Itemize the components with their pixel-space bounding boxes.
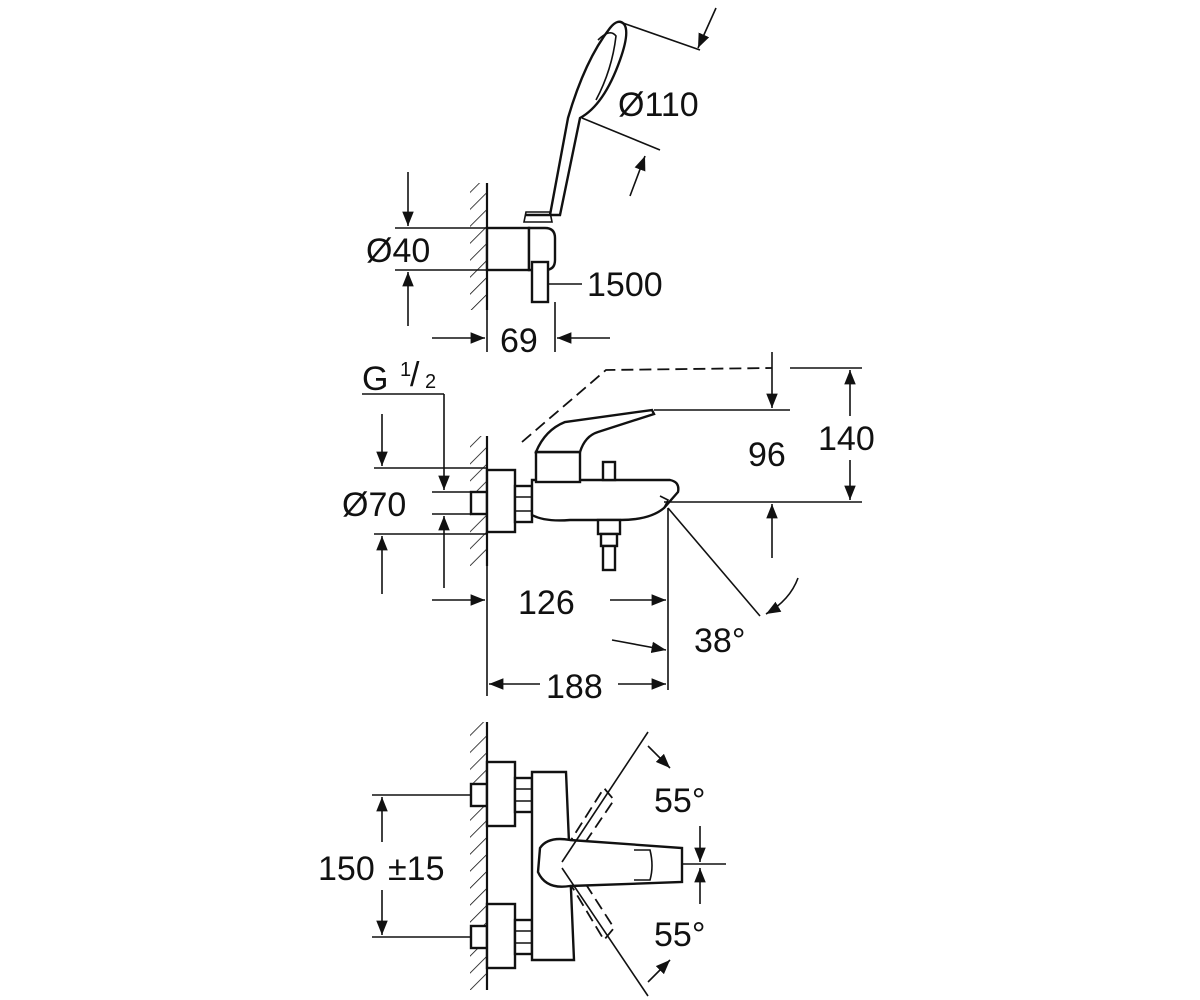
handshower-view: Ø110 Ø40 1500 69	[366, 7, 717, 360]
connection-tolerance-label: ±15	[388, 850, 444, 888]
handshower-diameter-label: Ø110	[618, 86, 699, 124]
dim-arrow	[697, 7, 717, 49]
total-height-label: 140	[818, 420, 875, 458]
lever	[534, 408, 656, 454]
inlet-stub-top	[469, 782, 489, 808]
holder-base	[485, 226, 531, 272]
holder-projection-label: 69	[500, 322, 538, 360]
total-projection-label: 188	[546, 668, 603, 706]
extension-line	[581, 117, 661, 151]
outlet-pipe	[601, 544, 617, 572]
angle-line	[561, 731, 649, 863]
rosette-bottom	[485, 902, 517, 970]
connection-distance-label: 150	[318, 850, 375, 888]
thread-fraction-den: 2	[425, 371, 436, 393]
lever-open-position	[521, 367, 773, 443]
angle-line	[561, 867, 649, 997]
cartridge-housing	[534, 450, 582, 484]
mixer-body	[530, 478, 680, 522]
lever-top	[536, 837, 684, 888]
handshower-face	[595, 32, 617, 101]
spout-angle-label: 38°	[694, 622, 745, 660]
rosette-top	[485, 760, 517, 828]
angle-arrow	[647, 959, 671, 983]
angle-line	[667, 507, 761, 617]
wall-hatch	[470, 183, 486, 310]
lever-indicator	[634, 849, 653, 881]
rosette	[485, 468, 517, 534]
extension-line	[619, 21, 701, 51]
wall-hatch	[470, 722, 486, 990]
hose-length-label: 1500	[587, 266, 663, 304]
inlet-stub-bottom	[469, 924, 489, 950]
connection-nut	[513, 484, 534, 524]
inlet-stub	[469, 490, 489, 516]
lever-right-position	[567, 871, 616, 942]
nut-top	[513, 776, 534, 814]
thread-label: G	[362, 360, 388, 398]
lever-left-position	[565, 786, 616, 857]
thread-fraction-slash: /	[410, 356, 420, 394]
dim-arrow	[611, 639, 667, 654]
outlet-nut	[596, 518, 622, 536]
spout-projection-label: 126	[518, 584, 575, 622]
diverter-knob	[601, 460, 617, 482]
holder-diameter-label: Ø40	[366, 232, 430, 270]
angle-arrow	[647, 745, 671, 769]
mixer-side-view: G 1 / 2 Ø70 96 140 126 38°	[342, 352, 875, 706]
thread-fraction-num: 1	[400, 359, 411, 381]
nut-bottom	[513, 918, 534, 956]
handshower-grip	[523, 211, 553, 223]
spout-tip	[659, 495, 670, 509]
handshower	[526, 20, 628, 217]
lever-angle-bottom-label: 55°	[654, 916, 705, 954]
angle-arc	[765, 577, 799, 615]
lever-angle-top-label: 55°	[654, 782, 705, 820]
dim-arrow	[629, 155, 646, 197]
mixer-top-view: 55° 55° 150 ±15	[318, 722, 726, 997]
rosette-diameter-label: Ø70	[342, 486, 406, 524]
outlet-thread	[599, 532, 619, 548]
hose-connector	[530, 260, 550, 304]
spout-height-label: 96	[748, 436, 786, 474]
